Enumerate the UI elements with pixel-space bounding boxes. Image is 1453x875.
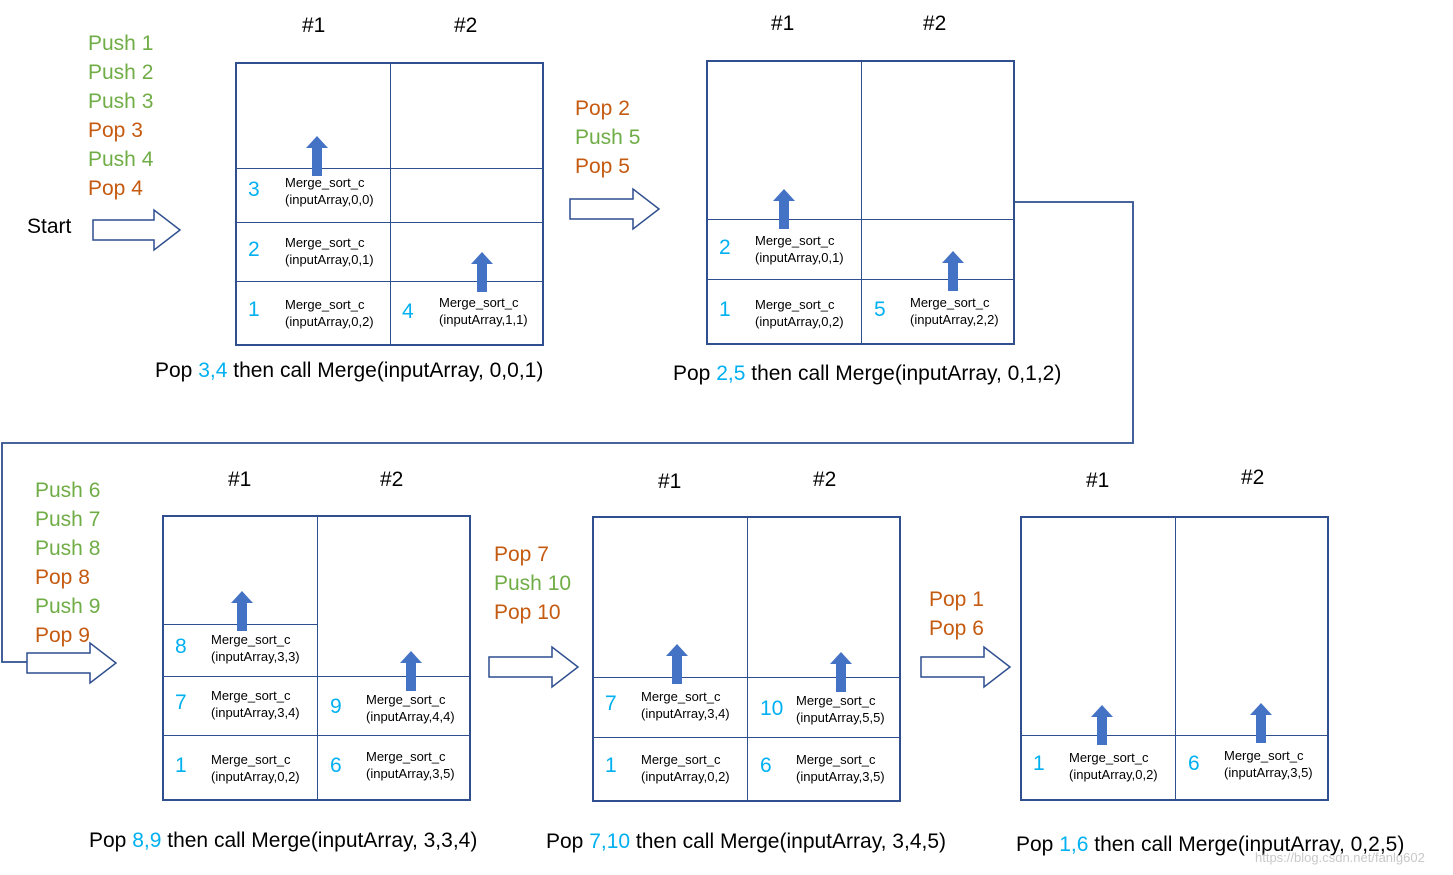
frame-number: 9 [330,695,342,718]
frame-number: 8 [175,635,187,658]
op-pop: Pop 9 [35,624,90,647]
start-label: Start [27,215,72,238]
op-push: Push 5 [575,126,641,149]
operations-list-3: Push 6 Push 7 Push 8 Pop 8 Push 9 Pop 9 [35,476,100,650]
op-push: Push 6 [35,479,101,502]
frame-call: Merge_sort_c(inputArray,0,1) [285,235,374,267]
merge-caption-4: Pop 7,10 then call Merge(inputArray, 3,4… [546,830,947,853]
frame-call: Merge_sort_c(inputArray,3,5) [796,752,885,784]
frame-number: 3 [248,178,260,201]
right-arrow-icon [26,641,118,685]
frame-call: Merge_sort_c(inputArray,0,2) [755,297,844,329]
stack-top-arrow-icon [231,591,253,631]
column-header-1: #1 [1086,469,1110,492]
op-pop: Pop 2 [575,97,630,120]
frame-call: Merge_sort_c(inputArray,0,2) [1069,750,1158,782]
op-push: Push 9 [35,595,101,618]
call-stack-2: 2 Merge_sort_c(inputArray,0,1) 1 Merge_s… [706,60,1015,345]
column-header-2: #2 [1241,466,1265,489]
right-arrow-icon [920,645,1012,689]
right-arrow-icon [92,208,182,252]
stack-top-arrow-icon [942,251,964,291]
frame-call: Merge_sort_c(inputArray,3,4) [641,689,730,721]
op-pop: Pop 4 [88,177,143,200]
frame-call: Merge_sort_c(inputArray,3,5) [366,749,455,781]
frame-number: 1 [1033,752,1045,775]
column-header-1: #1 [228,468,252,491]
stack-top-arrow-icon [471,252,493,292]
frame-number: 6 [330,754,342,777]
op-push: Push 10 [494,572,572,595]
merge-caption-3: Pop 8,9 then call Merge(inputArray, 3,3,… [89,829,478,852]
frame-call: Merge_sort_c(inputArray,4,4) [366,692,455,724]
frame-number: 10 [760,697,784,720]
op-pop: Pop 3 [88,119,143,142]
operations-list-1: Push 1 Push 2 Push 3 Pop 3 Push 4 Pop 4 [88,29,153,203]
merge-caption-5: Pop 1,6 then call Merge(inputArray, 0,2,… [1016,833,1405,856]
frame-number: 1 [248,298,260,321]
frame-number: 2 [719,236,731,259]
frame-call: Merge_sort_c(inputArray,0,2) [285,297,374,329]
stack-top-arrow-icon [666,644,688,684]
frame-number: 1 [719,298,731,321]
stack-top-arrow-icon [830,652,852,692]
stack-top-arrow-icon [1250,703,1272,743]
op-push: Push 8 [35,537,101,560]
watermark: https://blog.csdn.net/fanlg602 [1255,850,1425,865]
stack-top-arrow-icon [773,189,795,229]
column-header-2: #2 [923,12,947,35]
op-pop: Pop 7 [494,543,549,566]
frame-number: 2 [248,238,260,261]
frame-call: Merge_sort_c(inputArray,0,0) [285,175,374,207]
stack-top-arrow-icon [1091,705,1113,745]
op-pop: Pop 1 [929,588,984,611]
frame-call: Merge_sort_c(inputArray,3,5) [1224,748,1313,780]
op-push: Push 3 [88,90,154,113]
column-header-1: #1 [771,12,795,35]
merge-caption-2: Pop 2,5 then call Merge(inputArray, 0,1,… [673,362,1062,385]
op-pop: Pop 5 [575,155,630,178]
operations-list-2: Pop 2 Push 5 Pop 5 [575,94,640,181]
frame-number: 6 [760,754,772,777]
frame-call: Merge_sort_c(inputArray,5,5) [796,693,885,725]
call-stack-4: 7 Merge_sort_c(inputArray,3,4) 1 Merge_s… [592,516,901,802]
frame-number: 4 [402,300,414,323]
op-push: Push 1 [88,32,154,55]
frame-call: Merge_sort_c(inputArray,2,2) [910,295,999,327]
frame-number: 6 [1188,752,1200,775]
frame-call: Merge_sort_c(inputArray,1,1) [439,295,528,327]
frame-number: 1 [175,754,187,777]
stack-top-arrow-icon [400,651,422,691]
op-push: Push 4 [88,148,154,171]
call-stack-5: 1 Merge_sort_c(inputArray,0,2) 6 Merge_s… [1020,516,1329,801]
frame-call: Merge_sort_c(inputArray,0,1) [755,233,844,265]
right-arrow-icon [569,187,661,231]
call-stack-3: 8 Merge_sort_c(inputArray,3,3) 7 Merge_s… [162,515,471,801]
column-header-2: #2 [380,468,404,491]
frame-call: Merge_sort_c(inputArray,0,2) [641,752,730,784]
frame-number: 5 [874,298,886,321]
stack-top-arrow-icon [306,136,328,176]
frame-number: 7 [605,692,617,715]
column-header-2: #2 [813,468,837,491]
frame-number: 1 [605,754,617,777]
call-stack-1: 3 Merge_sort_c(inputArray,0,0) 2 Merge_s… [235,62,544,346]
merge-caption-1: Pop 3,4 then call Merge(inputArray, 0,0,… [155,359,544,382]
operations-list-4: Pop 7 Push 10 Pop 10 [494,540,571,627]
op-push: Push 2 [88,61,154,84]
operations-list-5: Pop 1 Pop 6 [929,585,984,643]
column-header-1: #1 [302,14,326,37]
op-push: Push 7 [35,508,101,531]
op-pop: Pop 6 [929,617,984,640]
op-pop: Pop 8 [35,566,90,589]
frame-call: Merge_sort_c(inputArray,3,4) [211,688,300,720]
frame-number: 7 [175,691,187,714]
column-header-2: #2 [454,14,478,37]
frame-call: Merge_sort_c(inputArray,3,3) [211,632,300,664]
frame-call: Merge_sort_c(inputArray,0,2) [211,752,300,784]
op-pop: Pop 10 [494,601,561,624]
right-arrow-icon [488,645,580,689]
column-header-1: #1 [658,470,682,493]
